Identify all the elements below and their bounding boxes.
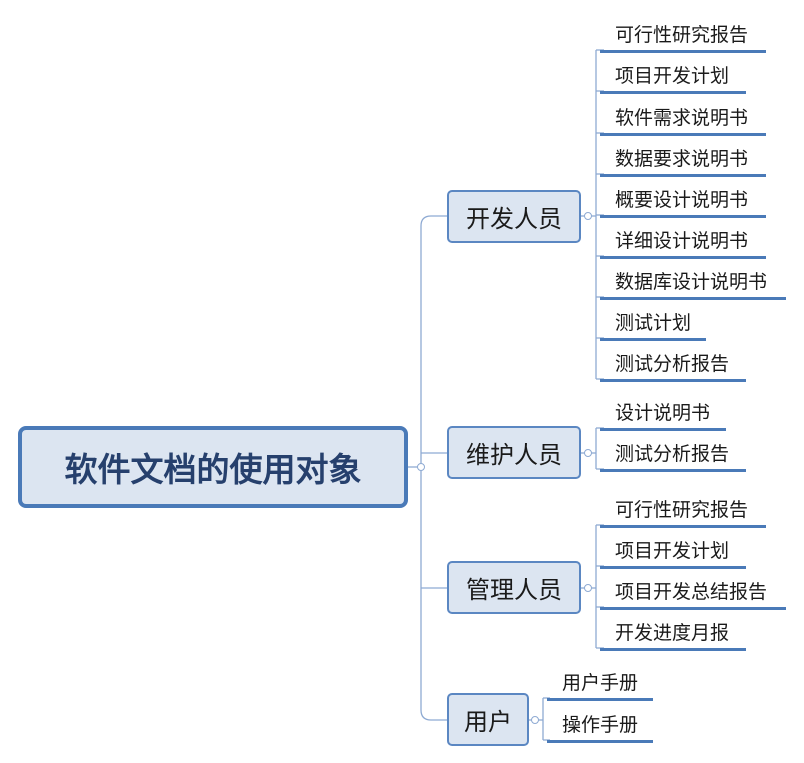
leaf-developers-5[interactable]: 概要设计说明书 (600, 182, 766, 218)
leaf-managers-4[interactable]: 开发进度月报 (600, 615, 746, 651)
leaf-managers-2[interactable]: 项目开发计划 (600, 533, 746, 569)
leaf-developers-8[interactable]: 测试计划 (600, 305, 706, 341)
leaf-managers-3[interactable]: 项目开发总结报告 (600, 574, 786, 610)
leaf-users-2[interactable]: 操作手册 (547, 707, 653, 743)
leaf-maintainers-2[interactable]: 测试分析报告 (600, 436, 746, 472)
leaf-developers-7[interactable]: 数据库设计说明书 (600, 264, 786, 300)
leaf-developers-3[interactable]: 软件需求说明书 (600, 100, 766, 136)
root-topic[interactable]: 软件文档的使用对象 (18, 426, 408, 508)
leaf-developers-6[interactable]: 详细设计说明书 (600, 223, 766, 259)
branch-developers[interactable]: 开发人员 (447, 190, 581, 243)
branch-users[interactable]: 用户 (447, 693, 529, 746)
branch-maintainers[interactable]: 维护人员 (447, 426, 581, 479)
leaf-developers-9[interactable]: 测试分析报告 (600, 346, 746, 382)
leaf-users-1[interactable]: 用户手册 (547, 665, 653, 701)
leaf-developers-4[interactable]: 数据要求说明书 (600, 141, 766, 177)
leaf-managers-1[interactable]: 可行性研究报告 (600, 492, 766, 528)
leaf-developers-2[interactable]: 项目开发计划 (600, 58, 746, 94)
branch-managers[interactable]: 管理人员 (447, 561, 581, 614)
leaf-maintainers-1[interactable]: 设计说明书 (600, 395, 726, 431)
leaf-developers-1[interactable]: 可行性研究报告 (600, 17, 766, 53)
